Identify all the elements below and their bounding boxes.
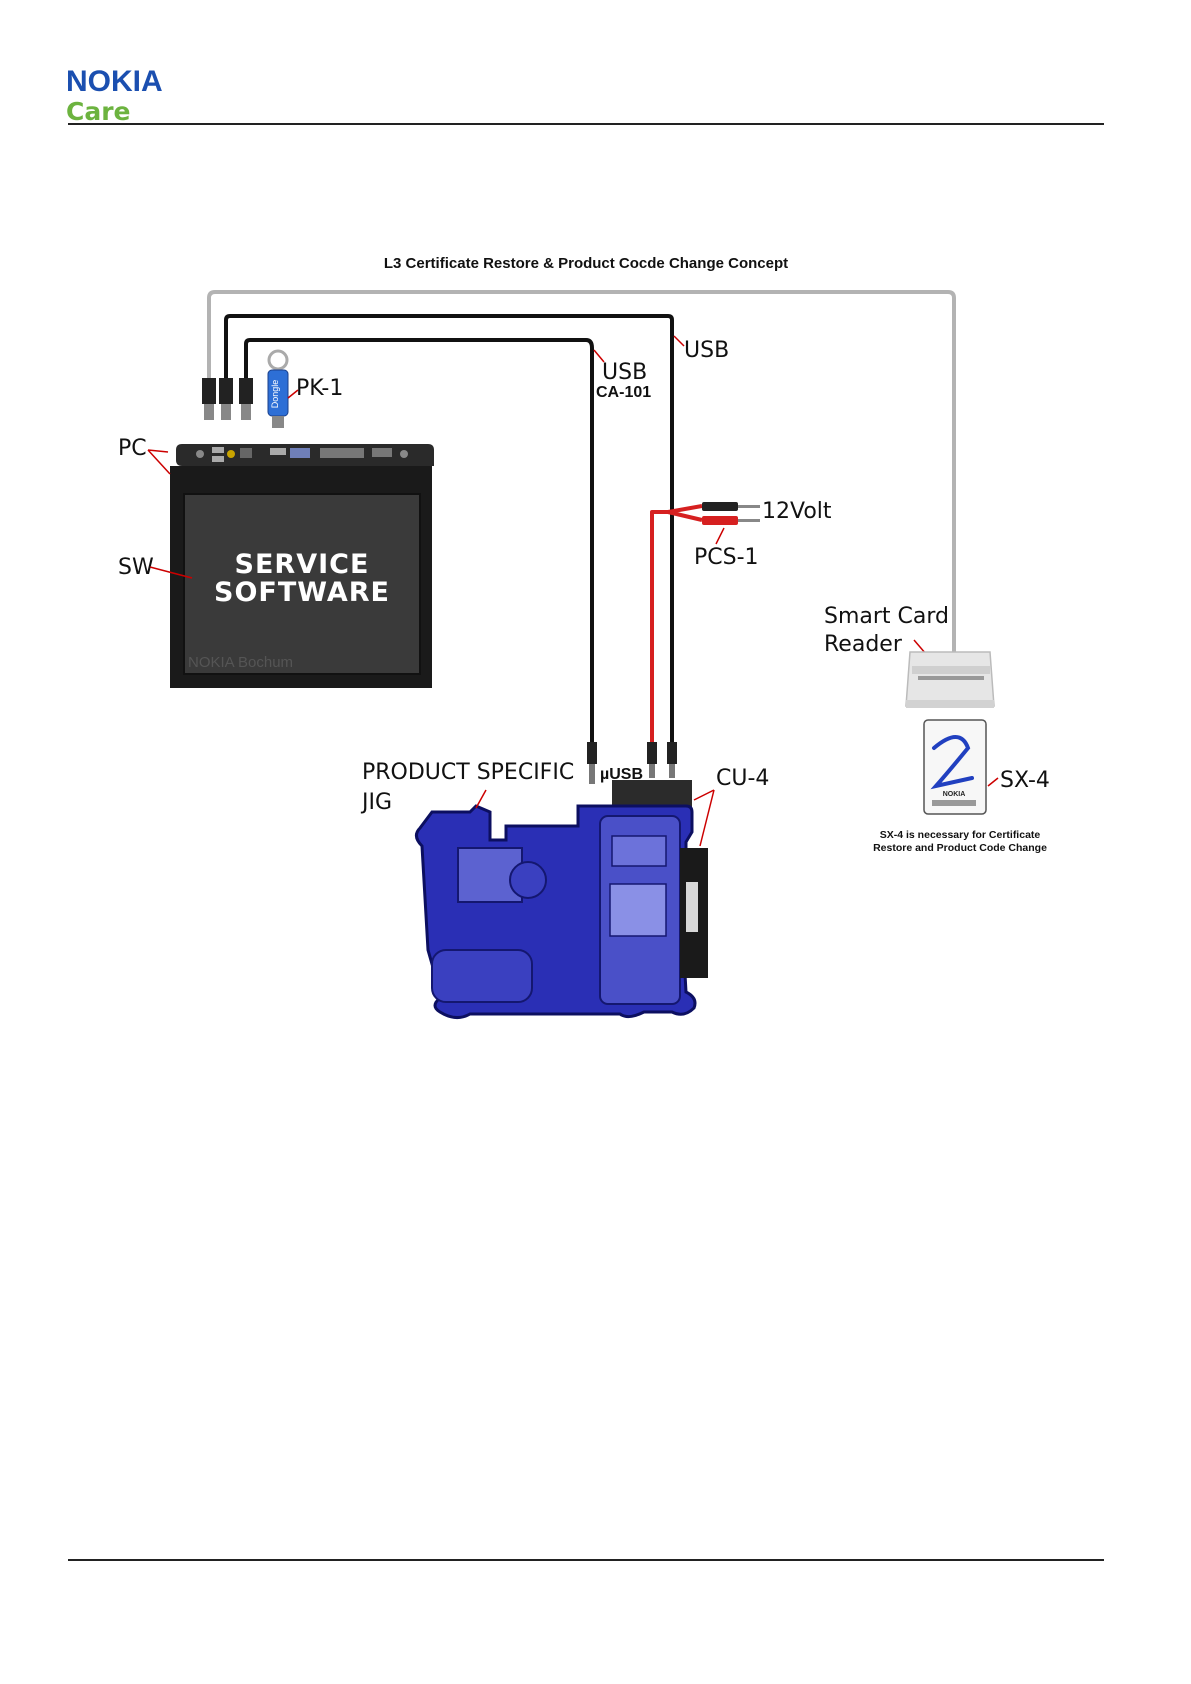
diagram-title: L3 Certificate Restore & Product Cocde C… bbox=[384, 255, 788, 272]
label-usb-ca101: USB bbox=[602, 360, 647, 385]
card-brand: NOKIA bbox=[943, 791, 966, 798]
label-usb-cu4: USB bbox=[684, 338, 729, 363]
smart-card-reader bbox=[906, 652, 994, 708]
jig-component-b bbox=[432, 950, 532, 1002]
sx4-card: NOKIA bbox=[924, 720, 986, 814]
label-pcs1: PCS-1 bbox=[694, 545, 759, 570]
label-12volt: 12Volt bbox=[762, 499, 832, 524]
label-musb: µUSB bbox=[600, 766, 643, 783]
pk1-dongle: Dongle bbox=[268, 351, 288, 428]
pc-laptop: SERVICE SOFTWARE NOKIA Bochum bbox=[170, 444, 434, 688]
usb-plug-3 bbox=[239, 378, 253, 404]
pcs1-red-cable bbox=[652, 506, 702, 742]
screen-text-service: SERVICE bbox=[235, 549, 370, 580]
banana-plug-red bbox=[702, 516, 738, 525]
label-pc: PC bbox=[118, 436, 147, 461]
label-sw: SW bbox=[118, 555, 154, 580]
banana-plug-black bbox=[702, 502, 738, 511]
label-sx4: SX-4 bbox=[1000, 768, 1050, 793]
screen-watermark: NOKIA Bochum bbox=[188, 654, 293, 671]
label-jig-1: PRODUCT SPECIFIC bbox=[362, 760, 574, 785]
note-line-2: Restore and Product Code Change bbox=[873, 842, 1047, 854]
screen-text-software: SOFTWARE bbox=[214, 577, 390, 608]
label-cu4: CU-4 bbox=[716, 766, 769, 791]
label-jig-2: JIG bbox=[360, 790, 392, 815]
note-line-1: SX-4 is necessary for Certificate bbox=[880, 829, 1041, 841]
usb-plug-2 bbox=[219, 378, 233, 404]
dongle-ring bbox=[269, 351, 287, 369]
usb-plug-1 bbox=[202, 378, 216, 404]
label-pk1: PK-1 bbox=[296, 376, 343, 401]
product-jig bbox=[416, 806, 708, 1018]
usb-plugs bbox=[202, 378, 253, 420]
power-plugs bbox=[702, 502, 760, 525]
card-body bbox=[924, 720, 986, 814]
reader-slot bbox=[918, 676, 984, 680]
label-ca101: CA-101 bbox=[596, 384, 651, 401]
dongle-text: Dongle bbox=[270, 380, 280, 409]
label-smart-card-1: Smart Card bbox=[824, 604, 949, 629]
card-barcode bbox=[932, 800, 976, 806]
jig-keypad bbox=[610, 884, 666, 936]
label-smart-card-2: Reader bbox=[824, 632, 903, 657]
